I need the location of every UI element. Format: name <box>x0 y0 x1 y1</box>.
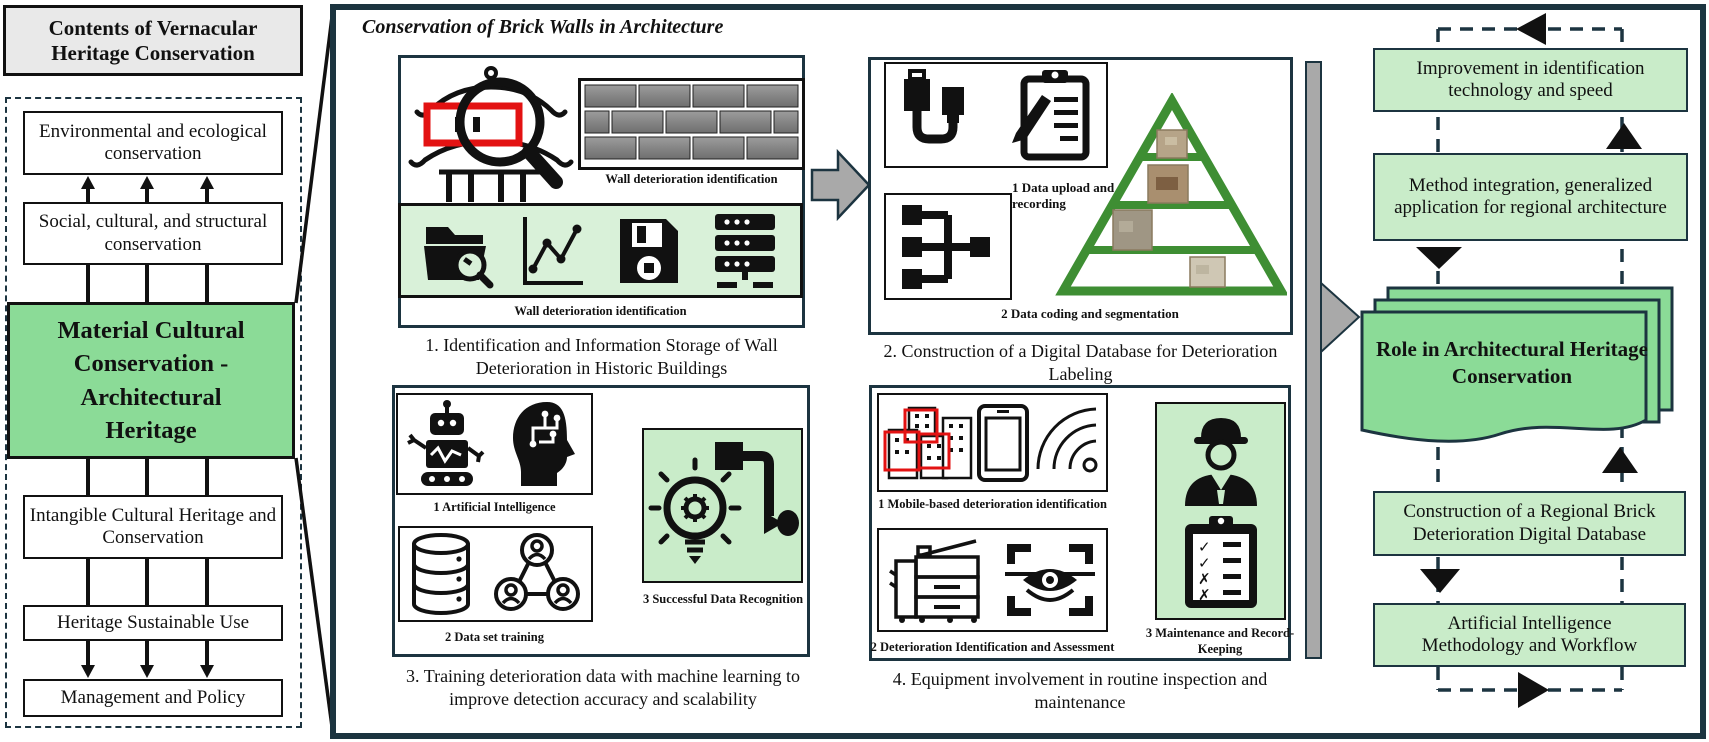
svg-text:✓: ✓ <box>1198 538 1211 556</box>
section-2-caption: 2. Construction of a Digital Database fo… <box>883 341 1278 384</box>
wall-id-label-top: Wall deterioration identification <box>605 172 778 186</box>
main-panel-frame <box>330 4 1706 739</box>
pyramid-samples-icon <box>1055 93 1287 296</box>
upload-box <box>884 62 1108 168</box>
database-icon <box>412 533 471 615</box>
down-arrows <box>81 640 214 678</box>
clipboard-pencil-icon <box>1012 70 1090 161</box>
wifi-icon <box>1036 407 1098 472</box>
section-3-caption: 3. Training deterioration data with mach… <box>406 666 800 709</box>
copier-icon <box>888 539 980 623</box>
recognition-box <box>642 428 803 583</box>
people-network-icon <box>493 533 580 611</box>
tree-diagram-icon <box>902 204 990 289</box>
cycle-arrowheads <box>1416 13 1642 708</box>
up-arrows <box>81 176 214 202</box>
coding-box <box>884 193 1012 300</box>
svg-text:✗: ✗ <box>1198 570 1211 588</box>
box-ai-methodology: Artificial Intelligence Methodology and … <box>1373 603 1686 667</box>
s4-step2-label: 2 Deterioration Identification and Asses… <box>870 640 1115 654</box>
box-improvement: Improvement in identification technology… <box>1373 48 1688 112</box>
left-panel-frame <box>5 97 302 728</box>
brick-wall-icon <box>578 78 805 170</box>
brain-circuit-icon <box>512 402 575 486</box>
link-lines <box>86 265 209 605</box>
floppy-disk-icon <box>619 218 678 283</box>
section-1-caption: 1. Identification and Information Storag… <box>425 335 778 378</box>
lightbulb-gear-icon <box>648 441 799 564</box>
box-heritage-sustainable: Heritage Sustainable Use <box>23 605 283 641</box>
mobile-id-box <box>877 393 1108 492</box>
usb-cable-icon <box>904 69 964 144</box>
server-icon <box>714 213 775 288</box>
s3-step2-label: 2 Data set training <box>445 630 544 644</box>
pagoda-magnifier-icon <box>408 66 574 202</box>
tablet-icon <box>977 403 1030 482</box>
collector-arrowhead <box>1320 280 1361 355</box>
assessment-box <box>877 528 1108 632</box>
section-4-caption: 4. Equipment involvement in routine insp… <box>892 669 1268 712</box>
step1-label: 1 Data upload and recording <box>1012 180 1115 212</box>
box-management-policy: Management and Policy <box>23 679 283 717</box>
robot-icon <box>407 400 485 486</box>
step2-label: 2 Data coding and segmentation <box>1001 306 1179 321</box>
box-construction: Construction of a Regional Brick Deterio… <box>1373 491 1686 556</box>
collector-bar <box>1305 61 1322 659</box>
expansion-lines <box>294 8 335 735</box>
worker-icon <box>1184 418 1257 506</box>
box-material-cultural: Material Cultural Conservation - Archite… <box>7 302 295 459</box>
magnifier-icon <box>455 77 545 167</box>
box-social: Social, cultural, and structural conserv… <box>23 202 283 265</box>
s4-step3-label: 3 Maintenance and Record-Keeping <box>1145 626 1295 656</box>
line-chart-icon <box>523 216 584 285</box>
ai-box <box>396 393 593 495</box>
s4-step1-label: 1 Mobile-based deterioration identificat… <box>878 497 1107 511</box>
storage-strip <box>398 203 803 298</box>
gray-arrow-icon <box>810 148 871 222</box>
wall-id-label-bottom: Wall deterioration identification <box>514 304 687 318</box>
s3-step1-label: 1 Artificial Intelligence <box>433 500 556 514</box>
svg-text:✓: ✓ <box>1198 554 1211 572</box>
role-stacked-shape <box>1360 286 1674 443</box>
s3-step3-label: 3 Successful Data Recognition <box>642 592 804 606</box>
box-intangible: Intangible Cultural Heritage and Conserv… <box>23 495 283 559</box>
eye-scan-icon <box>1005 544 1096 616</box>
box-environmental: Environmental and ecological conservatio… <box>23 111 283 175</box>
folder-search-icon <box>424 226 494 288</box>
dataset-box <box>398 526 593 622</box>
buildings-detection-icon <box>883 406 973 479</box>
main-panel-title: Conservation of Brick Walls in Architect… <box>362 16 724 38</box>
maintenance-box: ✓✓ ✗✗ <box>1155 402 1286 620</box>
svg-text:✗: ✗ <box>1198 586 1211 604</box>
box-role-label: Role in Architectural Heritage Conservat… <box>1376 337 1648 389</box>
box-method-integration: Method integration, generalized applicat… <box>1373 153 1688 241</box>
checklist-icon: ✓✓ ✗✗ <box>1184 516 1257 608</box>
left-panel-title: Contents of Vernacular Heritage Conserva… <box>3 5 303 76</box>
